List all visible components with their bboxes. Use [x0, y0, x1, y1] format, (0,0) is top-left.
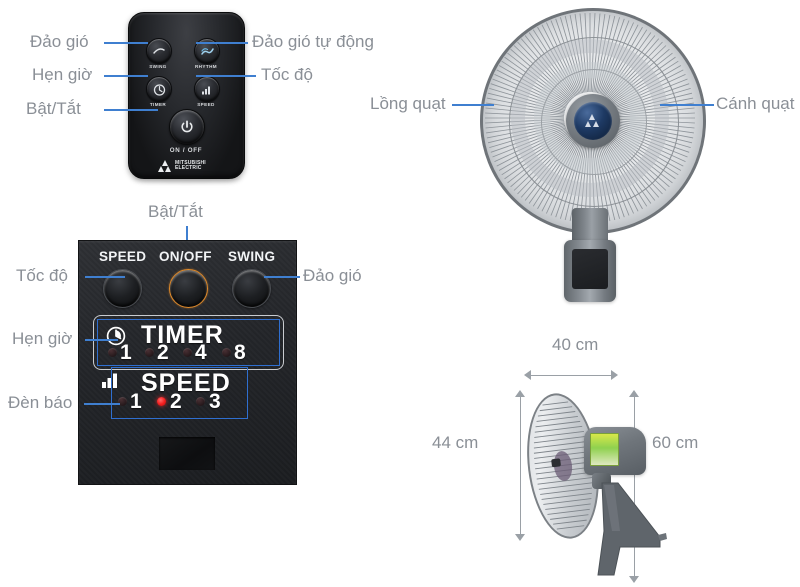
timer-led-8 — [222, 348, 231, 357]
arrow-right-icon — [611, 370, 618, 380]
dimension-height-line — [520, 397, 522, 535]
timer-group-outline — [93, 315, 284, 370]
signal-bars-icon — [102, 373, 117, 388]
timer-led-2 — [145, 348, 154, 357]
timer-led-4 — [183, 348, 192, 357]
wall-bracket — [597, 482, 667, 576]
remote-power-button[interactable] — [169, 109, 205, 145]
timer-title: TIMER — [141, 321, 224, 349]
callout-fan-blade: Cánh quạt — [716, 94, 795, 113]
fan-front-view — [480, 8, 706, 308]
dimension-width-label: 40 cm — [552, 335, 599, 354]
fan-body-control-panel — [572, 249, 608, 289]
leader-remote-rhythm — [196, 42, 248, 44]
speed-value-1: 1 — [130, 390, 142, 413]
remote-speed-button[interactable] — [194, 76, 220, 102]
remote-power-caption: ON / OFF — [169, 147, 203, 154]
leader-fan-blade — [660, 104, 714, 106]
panel-speed-caption: SPEED — [99, 249, 147, 264]
timer-value-1: 1 — [120, 341, 132, 364]
remote-brand-logo: MITSUBISHI ELECTRIC — [158, 160, 206, 172]
mitsubishi-diamond-icon — [158, 160, 172, 172]
fan-side-guard — [519, 389, 607, 543]
panel-onoff-button[interactable] — [169, 269, 208, 308]
panel-speed-button[interactable] — [103, 269, 142, 308]
swing-icon — [153, 48, 165, 54]
remote-brand-text: MITSUBISHI ELECTRIC — [175, 159, 206, 172]
fan-control-panel: SPEED ON/OFF SWING TIMER 1 2 4 8 SPEED 1… — [78, 240, 297, 485]
brand-line-2: ELECTRIC — [175, 165, 202, 171]
callout-remote-swing: Đảo gió — [30, 32, 89, 51]
speed-led-2 — [157, 397, 166, 406]
energy-label-sticker — [590, 433, 619, 466]
fan-guard-center-ring — [541, 69, 647, 175]
timer-group — [97, 319, 280, 366]
callout-fan-guard: Lồng quạt — [370, 94, 446, 113]
arrow-left-icon — [524, 370, 531, 380]
leader-panel-timer — [85, 339, 118, 341]
timer-value-2: 2 — [157, 341, 169, 364]
speed-value-3: 3 — [209, 390, 221, 413]
remote-timer-caption: TIMER — [149, 102, 167, 107]
callout-remote-timer: Hẹn giờ — [32, 65, 93, 84]
callout-panel-speed: Tốc độ — [16, 266, 68, 285]
leader-panel-speed — [85, 276, 125, 278]
speed-value-2: 2 — [170, 390, 182, 413]
remote-speed-caption: SPEED — [197, 102, 215, 107]
clock-icon — [106, 326, 126, 346]
ir-receiver-window — [159, 437, 215, 470]
callout-panel-timer: Hẹn giờ — [12, 329, 73, 348]
timer-led-1 — [108, 348, 117, 357]
leader-remote-speed — [196, 75, 256, 77]
fan-guard-inner-ring — [509, 37, 679, 207]
leader-remote-power — [104, 109, 158, 111]
remote-rhythm-caption: RHYTHM — [194, 64, 218, 69]
speed-led-3 — [196, 397, 205, 406]
clock-icon — [153, 83, 165, 96]
leader-panel-indicator — [84, 403, 120, 405]
dimension-depth-label: 60 cm — [652, 433, 699, 452]
signal-bars-icon — [202, 86, 210, 94]
timer-value-4: 4 — [195, 341, 207, 364]
leader-panel-swing — [264, 276, 300, 278]
leader-remote-timer — [104, 75, 148, 77]
dimension-width-line — [530, 375, 612, 377]
callout-panel-swing: Đảo gió — [303, 266, 362, 285]
dimension-depth-line — [634, 397, 636, 577]
brand-line-1: MITSUBISHI — [175, 159, 206, 166]
remote-control: SWING RHYTHM TIMER SPEED ON / OFF — [128, 12, 245, 179]
rhythm-icon — [200, 47, 214, 55]
fan-hub-cap — [574, 102, 612, 140]
remote-swing-button[interactable] — [146, 38, 172, 64]
arrow-down-icon — [515, 534, 525, 541]
callout-panel-power: Bật/Tắt — [148, 202, 203, 221]
speed-title: SPEED — [141, 369, 231, 397]
remote-swing-caption: SWING — [149, 64, 167, 69]
power-icon — [181, 120, 193, 133]
leader-remote-swing — [104, 42, 148, 44]
fan-body — [564, 240, 616, 302]
mitsubishi-diamond-icon — [585, 114, 601, 128]
speed-led-1 — [118, 397, 127, 406]
arrow-down-icon — [629, 576, 639, 583]
dimension-height-label: 44 cm — [432, 433, 479, 452]
panel-onoff-caption: ON/OFF — [159, 249, 212, 264]
callout-remote-power: Bật/Tắt — [26, 99, 81, 118]
dimension-diagram: 40 cm 44 cm 60 cm — [432, 335, 730, 583]
panel-swing-caption: SWING — [228, 249, 276, 264]
speed-indicator-group — [111, 367, 248, 419]
panel-swing-button[interactable] — [232, 269, 271, 308]
callout-remote-speed: Tốc độ — [261, 65, 313, 84]
leader-fan-guard — [452, 104, 494, 106]
timer-value-8: 8 — [234, 341, 246, 364]
fan-guard — [480, 8, 706, 234]
callout-panel-indicator: Đèn báo — [8, 393, 73, 412]
arrow-up-icon — [629, 390, 639, 397]
fan-hub — [566, 94, 620, 148]
callout-remote-rhythm: Đảo gió tự động — [252, 32, 374, 51]
arrow-up-icon — [515, 390, 525, 397]
fan-side-guard-wires — [533, 401, 593, 530]
remote-timer-button[interactable] — [146, 76, 172, 102]
